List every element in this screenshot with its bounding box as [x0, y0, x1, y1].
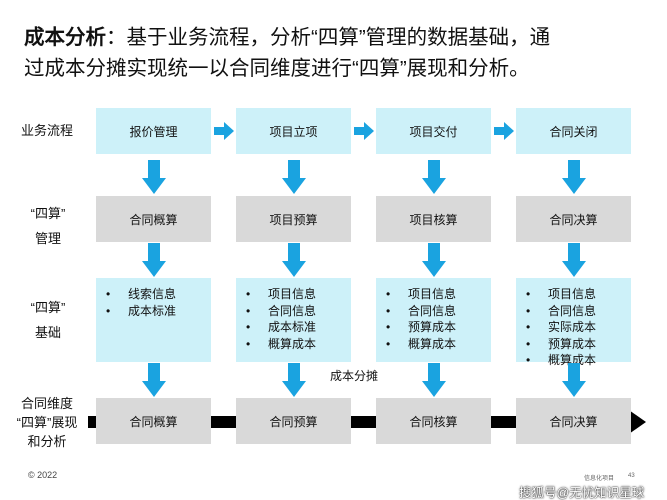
process-box-quote: 报价管理	[96, 108, 211, 154]
headline-text-line2: 过成本分摊实现统一以合同维度进行“四算”展现和分析。	[24, 57, 530, 80]
process-box-initiation: 项目立项	[236, 108, 351, 154]
down-arrow-icon	[142, 363, 166, 397]
headline: 成本分析：基于业务流程，分析“四算”管理的数据基础，通 过成本分摊实现统一以合同…	[24, 22, 649, 84]
down-arrow-icon	[422, 243, 446, 277]
list-item: 成本标准	[106, 303, 211, 320]
right-arrow-icon	[354, 122, 374, 140]
timeline-bar	[88, 416, 628, 428]
row-label-contract: 合同维度 “四算”展现 和分析	[16, 396, 78, 449]
basis-box-initiation: 项目信息 合同信息 成本标准 概算成本	[236, 278, 351, 362]
list-item: 项目信息	[386, 286, 491, 303]
process-box-delivery: 项目交付	[376, 108, 491, 154]
list-item: 预算成本	[526, 336, 631, 353]
contract-box-settlement: 合同决算	[516, 398, 631, 444]
list-item: 项目信息	[246, 286, 351, 303]
timeline-arrowhead-icon	[626, 408, 646, 436]
copyright: © 2022	[28, 470, 58, 480]
right-arrow-icon	[494, 122, 514, 140]
headline-text-line1: ：基于业务流程，分析“四算”管理的数据基础，通	[106, 26, 551, 49]
row-label-process: 业务流程	[20, 123, 73, 138]
down-arrow-icon	[142, 160, 166, 194]
down-arrow-icon	[562, 160, 586, 194]
list-item: 成本标准	[246, 319, 351, 336]
row-label-management: “四算” 管理	[30, 206, 66, 246]
list-item: 概算成本	[246, 336, 351, 353]
list-item: 概算成本	[526, 352, 631, 369]
basis-box-closure: 项目信息 合同信息 实际成本 预算成本 概算成本	[516, 278, 631, 368]
watermark: 搜狐号@无忧知识星球	[519, 486, 645, 500]
down-arrow-icon	[282, 363, 306, 397]
management-box-estimate: 合同概算	[96, 196, 211, 242]
list-item: 预算成本	[386, 319, 491, 336]
contract-box-accounting: 合同核算	[376, 398, 491, 444]
list-item: 实际成本	[526, 319, 631, 336]
process-box-closure: 合同关闭	[516, 108, 631, 154]
down-arrow-icon	[562, 363, 586, 397]
list-item: 概算成本	[386, 336, 491, 353]
down-arrow-icon	[282, 160, 306, 194]
page-number: 43	[628, 473, 635, 479]
list-item: 项目信息	[526, 286, 631, 303]
down-arrow-icon	[282, 243, 306, 277]
down-arrow-icon	[142, 243, 166, 277]
list-item: 合同信息	[246, 303, 351, 320]
allocation-label: 成本分摊	[330, 369, 379, 383]
row-label-basis: “四算” 基础	[30, 300, 66, 340]
contract-box-budget: 合同预算	[236, 398, 351, 444]
right-arrow-icon	[214, 122, 234, 140]
headline-keyword: 成本分析	[24, 26, 106, 49]
contract-box-estimate: 合同概算	[96, 398, 211, 444]
basis-box-quote: 线索信息 成本标准	[96, 278, 211, 362]
down-arrow-icon	[422, 363, 446, 397]
list-item: 合同信息	[386, 303, 491, 320]
management-box-budget: 项目预算	[236, 196, 351, 242]
down-arrow-icon	[422, 160, 446, 194]
basis-box-delivery: 项目信息 合同信息 预算成本 概算成本	[376, 278, 491, 362]
list-item: 合同信息	[526, 303, 631, 320]
list-item: 线索信息	[106, 286, 211, 303]
down-arrow-icon	[562, 243, 586, 277]
management-box-accounting: 项目核算	[376, 196, 491, 242]
footer-source: 信息化项目	[584, 476, 615, 482]
management-box-settlement: 合同决算	[516, 196, 631, 242]
